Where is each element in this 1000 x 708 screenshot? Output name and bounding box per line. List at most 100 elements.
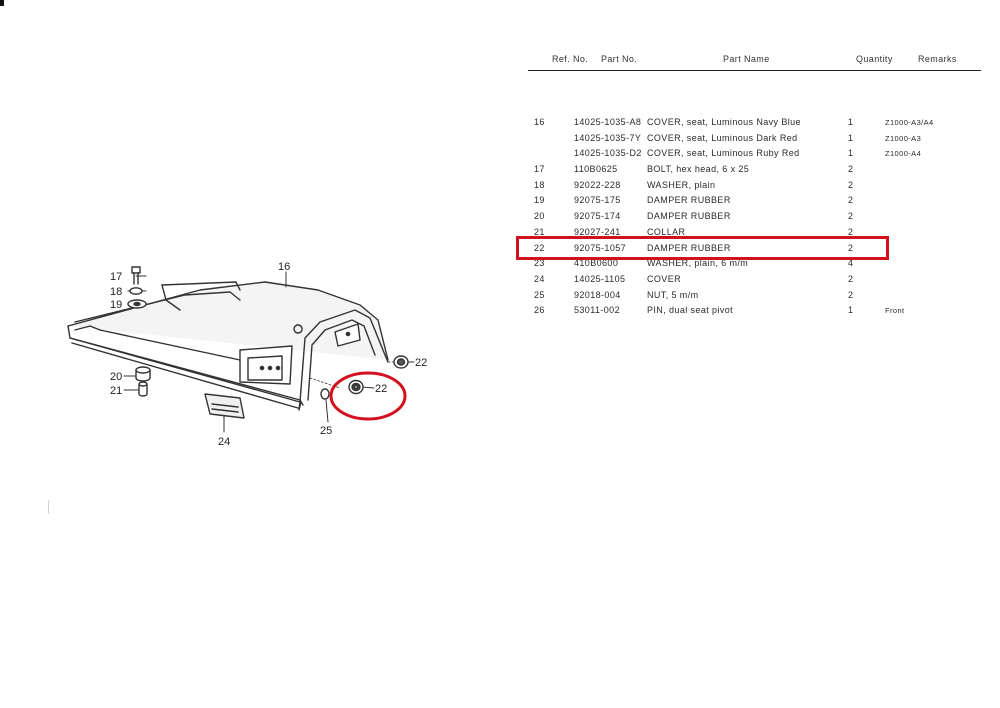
table-body: 16 14025-1035-A8 COVER, seat, Luminous N… [528,115,981,319]
header-quantity: Quantity [856,54,893,64]
cell-ref: 17 [534,164,545,175]
cell-quantity: 1 [848,148,854,159]
cell-quantity: 1 [848,305,854,316]
damper-rubber-22-right [393,355,409,369]
cell-quantity: 2 [848,242,854,253]
cell-part-no: 14025-1035-7Y [574,132,642,143]
table-row: 17 110B0625 BOLT, hex head, 6 x 25 2 [528,162,981,178]
collar-21 [138,381,148,397]
cell-ref: 19 [534,195,545,206]
cell-ref: 16 [534,117,545,127]
cell-part-name: PIN, dual seat pivot [647,305,734,316]
header-remarks: Remarks [918,54,957,64]
cell-ref: 25 [534,289,545,300]
callout-22-right: 22 [415,357,427,369]
cover-24 [204,393,245,419]
cell-part-no: 110B0625 [574,164,618,175]
table-row: 14025-1035-7Y COVER, seat, Luminous Dark… [528,131,981,147]
header-ref-no: Ref. No. [552,54,589,64]
cell-remarks: Z1000-A4 [885,149,922,159]
cell-part-no: 92022-228 [574,179,621,190]
table-row: 21 92027-241 COLLAR 2 [528,225,981,241]
table-row: 19 92075-175 DAMPER RUBBER 2 [528,193,981,209]
callout-18: 18 [110,286,122,298]
cell-quantity: 2 [848,211,854,222]
callout-21: 21 [110,385,122,397]
damper-rubber-22-circled [348,379,364,395]
table-row: 16 14025-1035-A8 COVER, seat, Luminous N… [528,115,981,131]
cell-ref: 26 [534,305,545,316]
cell-part-no: 92027-241 [574,226,621,237]
cell-ref: 23 [534,258,545,269]
table-row: 20 92075-174 DAMPER RUBBER 2 [528,209,981,225]
cell-quantity: 2 [848,273,854,284]
callout-17: 17 [110,271,122,283]
cell-part-name: DAMPER RUBBER [647,211,731,222]
cell-part-name: COVER, seat, Luminous Ruby Red [647,148,800,159]
damper-rubber-20 [135,366,151,382]
cell-part-no: 14025-1035-A8 [574,117,642,127]
cell-part-name: DAMPER RUBBER [647,195,731,206]
cell-part-name: COLLAR [647,226,686,237]
callout-25: 25 [320,425,332,437]
cell-ref: 22 [534,242,545,253]
cell-quantity: 2 [848,179,854,190]
red-annotation-circle [329,371,407,421]
cell-quantity: 2 [848,195,854,206]
cell-ref: 20 [534,211,545,222]
cell-part-name: BOLT, hex head, 6 x 25 [647,164,750,175]
callout-16: 16 [278,261,290,273]
cell-remarks: Z1000-A3 [885,133,922,143]
cell-part-name: COVER, seat, Luminous Dark Red [647,132,798,143]
cell-part-name: COVER, seat, Luminous Navy Blue [647,117,801,127]
header-part-no: Part No. [601,54,638,64]
seat-cover-16 [67,281,389,411]
cell-remarks: Front [885,306,905,316]
callout-24: 24 [218,436,230,448]
cell-part-no: 410B0600 [574,258,619,269]
cell-part-name: WASHER, plain [647,179,716,190]
damper-rubber-19 [127,299,147,309]
cell-quantity: 2 [848,226,854,237]
cell-part-name: WASHER, plain, 6 m/m [647,258,749,269]
table-row: 18 92022-228 WASHER, plain 2 [528,178,981,194]
red-highlight-box [516,236,889,260]
cell-quantity: 2 [848,164,854,175]
header-part-name: Part Name [723,54,770,64]
table-row: 26 53011-002 PIN, dual seat pivot 1 Fron… [528,303,981,319]
cell-part-no: 92075-175 [574,195,621,206]
parts-table: Ref. No. Part No. Part Name Quantity Rem… [528,48,981,315]
cell-remarks: Z1000-A3/A4 [885,118,934,127]
table-row-highlighted: 22 92075-1057 DAMPER RUBBER 2 [528,241,981,257]
table-row: 24 14025-1105 COVER 2 [528,272,981,288]
cell-part-no: 53011-002 [574,305,620,316]
cell-ref: 18 [534,179,545,190]
cell-ref: 21 [534,226,545,237]
cell-part-no: 92018-004 [574,289,621,300]
cell-quantity: 1 [848,132,854,143]
cell-part-no: 14025-1105 [574,273,626,284]
washer-18 [129,287,143,295]
cell-part-no: 92075-174 [574,211,621,222]
callout-20: 20 [110,371,122,383]
cell-quantity: 1 [848,117,854,127]
cell-ref: 24 [534,273,545,284]
cell-part-no: 92075-1057 [574,242,627,253]
nut-25 [320,388,330,400]
cell-part-name: DAMPER RUBBER [647,242,731,253]
callout-22-circled: 22 [375,383,387,395]
exploded-parts-diagram: 16 17 18 19 20 21 22 22 24 25 [67,261,427,448]
corner-mark [0,0,4,6]
cell-part-name: COVER [647,273,682,284]
cell-quantity: 2 [848,289,854,300]
page-edge-mark [48,500,51,514]
callout-19: 19 [110,299,122,311]
bolt-17 [131,266,141,285]
table-row: 23 410B0600 WASHER, plain, 6 m/m 4 [528,256,981,272]
table-header: Ref. No. Part No. Part Name Quantity Rem… [528,48,981,71]
cell-quantity: 4 [848,258,854,269]
cell-part-no: 14025-1035-D2 [574,148,642,159]
table-row: 25 92018-004 NUT, 5 m/m 2 [528,288,981,304]
cell-part-name: NUT, 5 m/m [647,289,699,300]
table-row: 14025-1035-D2 COVER, seat, Luminous Ruby… [528,146,981,162]
